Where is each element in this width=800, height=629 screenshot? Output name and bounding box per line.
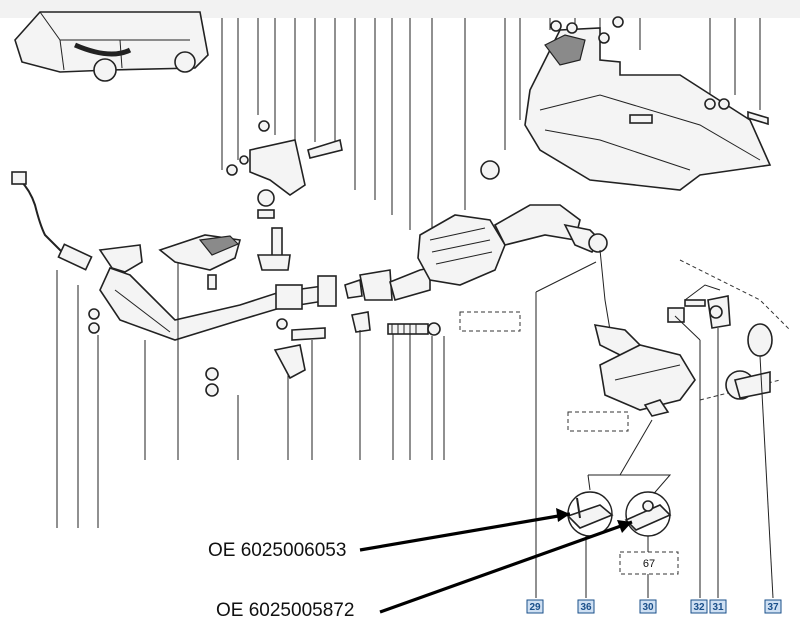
ref-number-37: 37: [767, 602, 779, 613]
branch-line: [587, 474, 672, 499]
ref-box-32[interactable]: 32: [690, 599, 708, 614]
vehicle-sketch: [14, 11, 209, 82]
heat-shield: [524, 27, 772, 191]
detail-circle-30: [624, 491, 672, 537]
ref-number-30: 30: [642, 602, 654, 613]
ref-number-32: 32: [693, 602, 705, 613]
ref-box-36[interactable]: 36: [577, 599, 595, 614]
front-pipe: [98, 244, 337, 341]
ref-box-29[interactable]: 29: [526, 599, 544, 614]
dashed-label-box: [567, 411, 629, 432]
leader-line-29: [535, 261, 597, 293]
ref-number-36: 36: [580, 602, 592, 613]
spring-bolts: [387, 322, 441, 336]
mid-pipe: [480, 160, 608, 253]
bottom-leader-lines: [56, 262, 774, 599]
oe-callout-top: OE 6025006053: [208, 540, 346, 561]
ref-number-31: 31: [712, 602, 724, 613]
pipe-bracket: [158, 234, 242, 271]
callout-arrow-top: [359, 508, 571, 552]
ref-box-37[interactable]: 37: [764, 599, 782, 614]
rear-mounts: [667, 284, 773, 400]
detail-circle-36: [566, 491, 614, 537]
callout-arrow-bottom: [379, 520, 633, 614]
rear-muffler: [593, 249, 791, 417]
ref-box-31[interactable]: 31: [709, 599, 727, 614]
clamps-and-nuts: [88, 274, 371, 397]
hanger-cluster: [226, 120, 343, 271]
oxygen-sensor: [11, 171, 93, 271]
top-leader-lines: [221, 18, 761, 250]
label-67-box: [619, 551, 679, 575]
label-67: 67: [643, 558, 655, 570]
heat-shield-fasteners: [550, 16, 769, 126]
catalytic-converter: [359, 204, 581, 301]
dashed-label-box: [459, 311, 521, 332]
oe-callout-bottom: OE 6025005872: [216, 600, 354, 621]
branch-line: [619, 419, 653, 476]
ref-number-29: 29: [529, 602, 541, 613]
ref-box-30[interactable]: 30: [639, 599, 657, 614]
